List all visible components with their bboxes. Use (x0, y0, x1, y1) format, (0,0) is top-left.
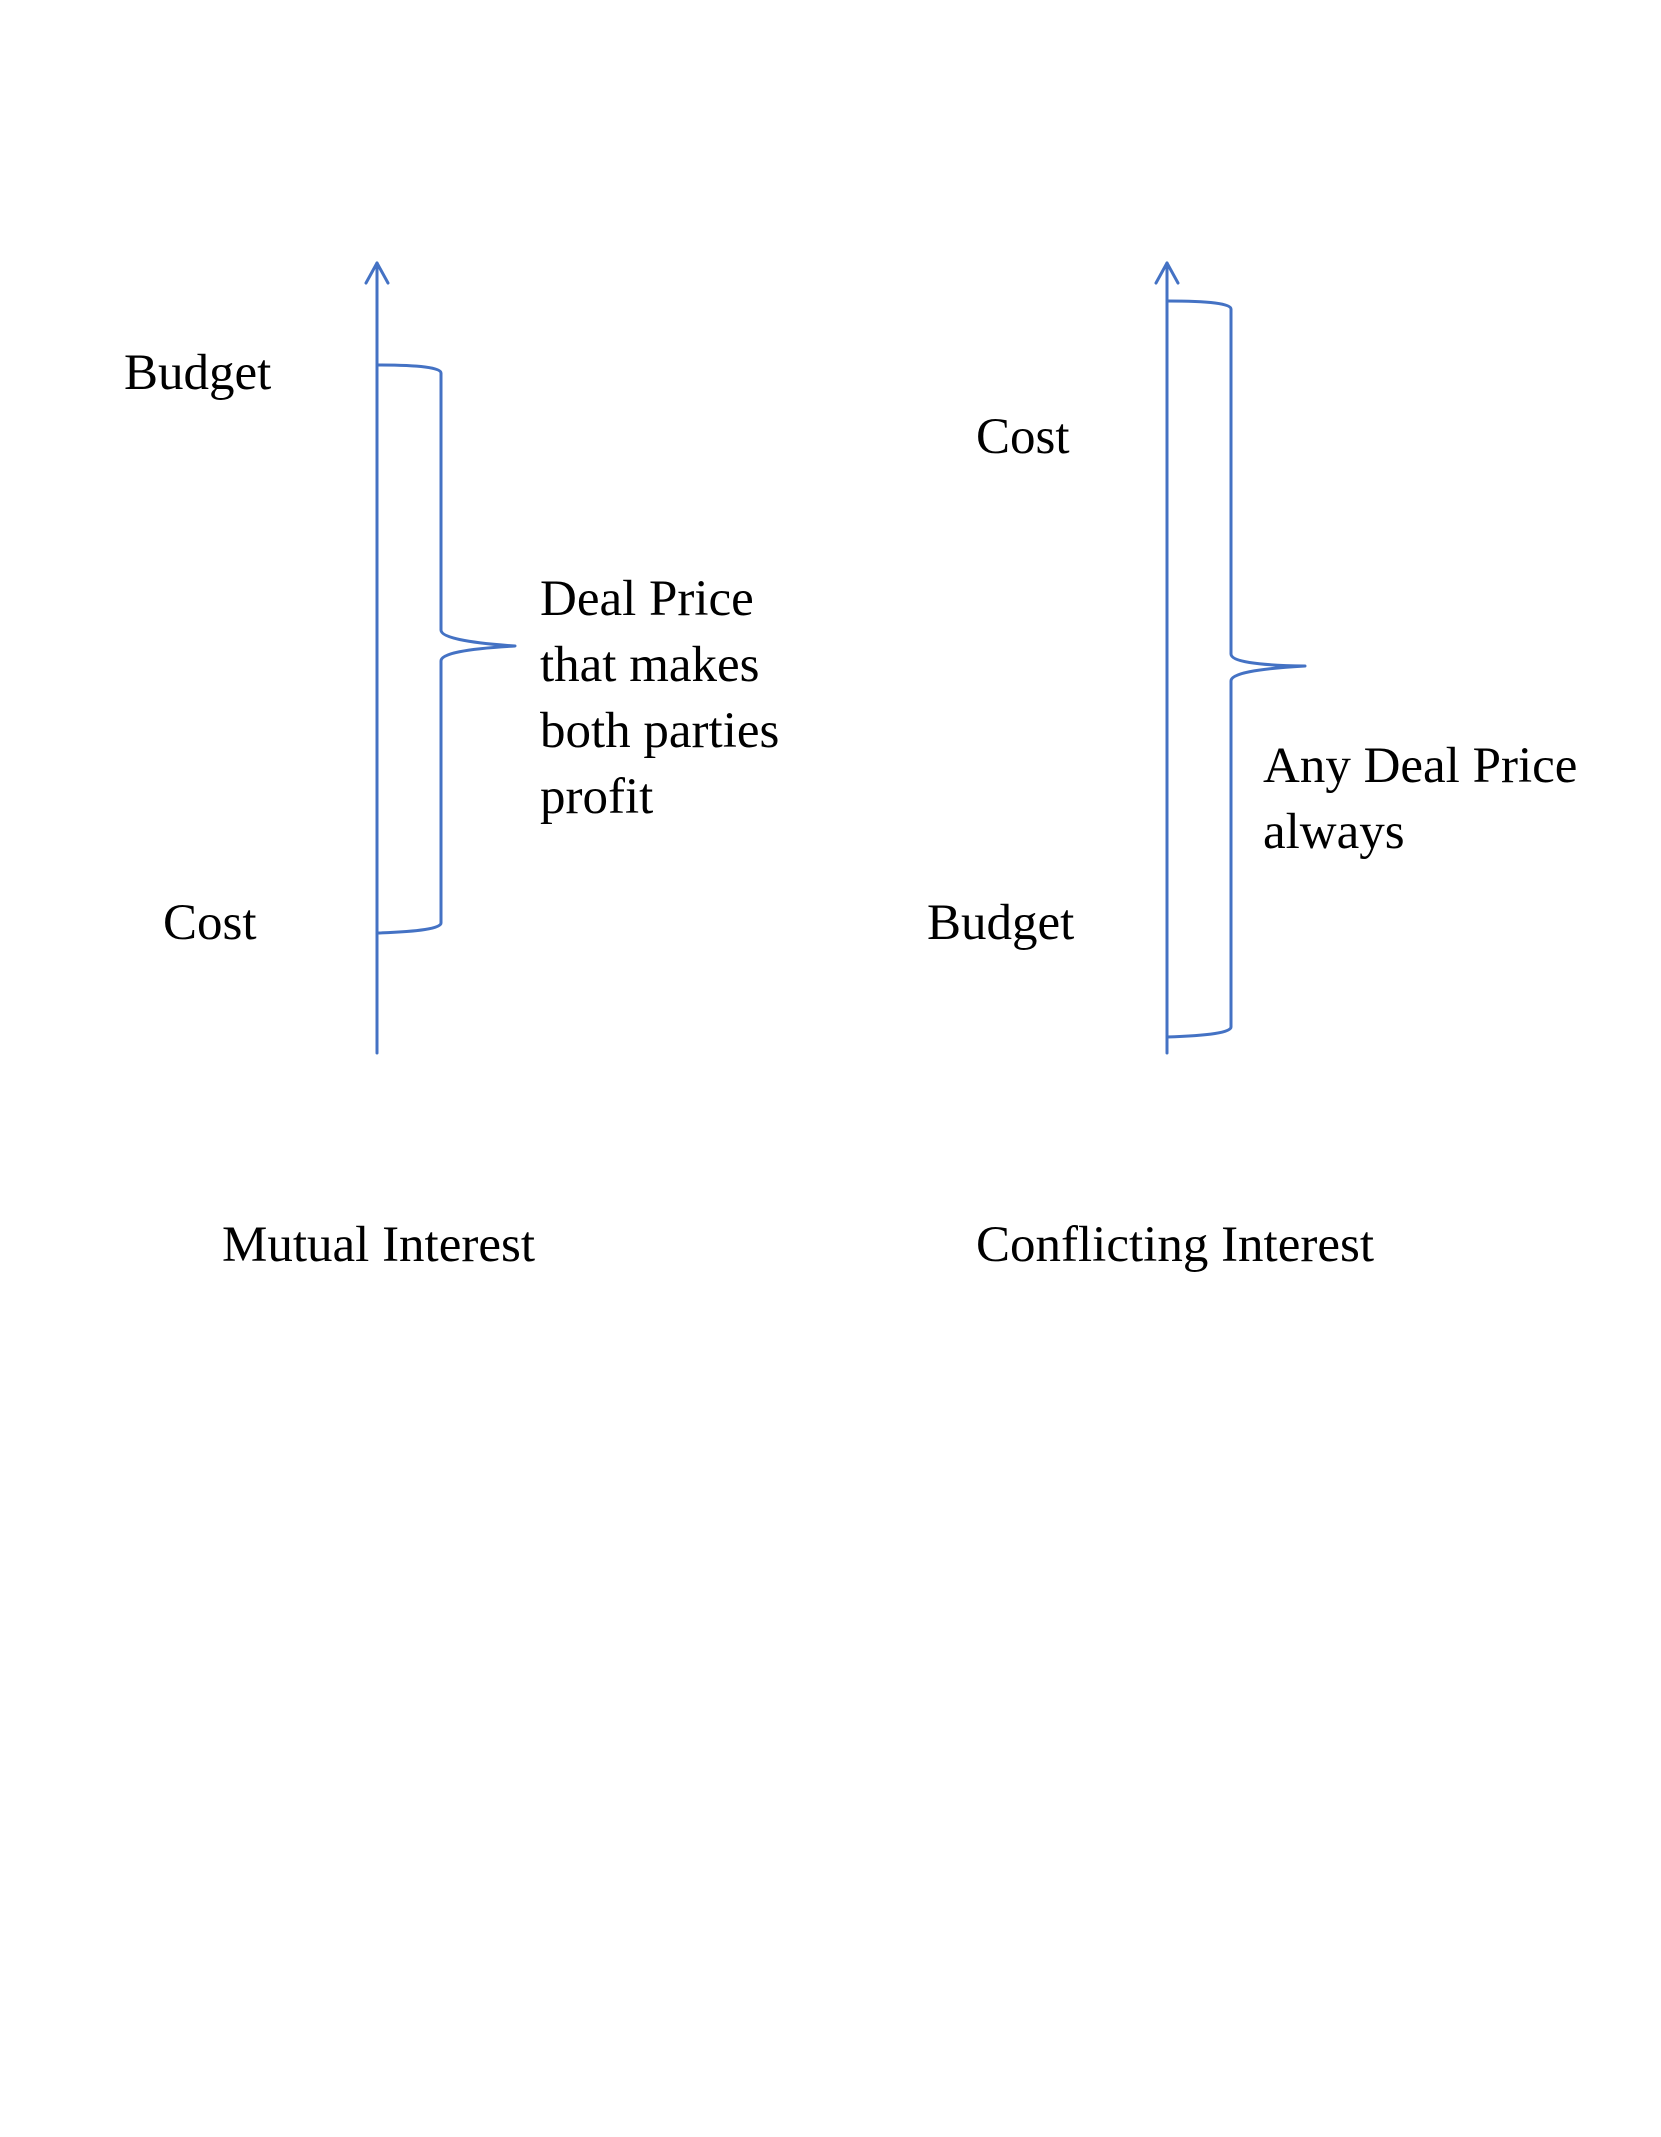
left-annotation-line-4: profit (540, 769, 654, 825)
right-annotation-line-1: Any Deal Price (1263, 738, 1578, 794)
right-panel-title: Conflicting Interest (976, 1217, 1374, 1273)
right-axis-arrowhead (1154, 261, 1180, 285)
left-bottom-label: Cost (163, 895, 257, 951)
left-axis (364, 261, 390, 1055)
left-bracket (375, 363, 517, 935)
right-bracket-annotation: Any Deal Price always (1263, 733, 1577, 865)
left-panel-title: Mutual Interest (222, 1217, 535, 1273)
left-top-label: Budget (124, 345, 272, 401)
right-bracket (1165, 299, 1307, 1039)
right-bottom-label: Budget (927, 895, 1075, 951)
left-bracket-annotation: Deal Price that makes both parties profi… (540, 566, 779, 830)
left-annotation-line-1: Deal Price (540, 571, 754, 627)
left-annotation-line-2: that makes (540, 637, 760, 693)
right-annotation-line-2: always (1263, 804, 1405, 860)
right-axis (1154, 261, 1180, 1055)
right-top-label: Cost (976, 409, 1070, 465)
left-annotation-line-3: both parties (540, 703, 780, 759)
left-axis-arrowhead (364, 261, 390, 285)
